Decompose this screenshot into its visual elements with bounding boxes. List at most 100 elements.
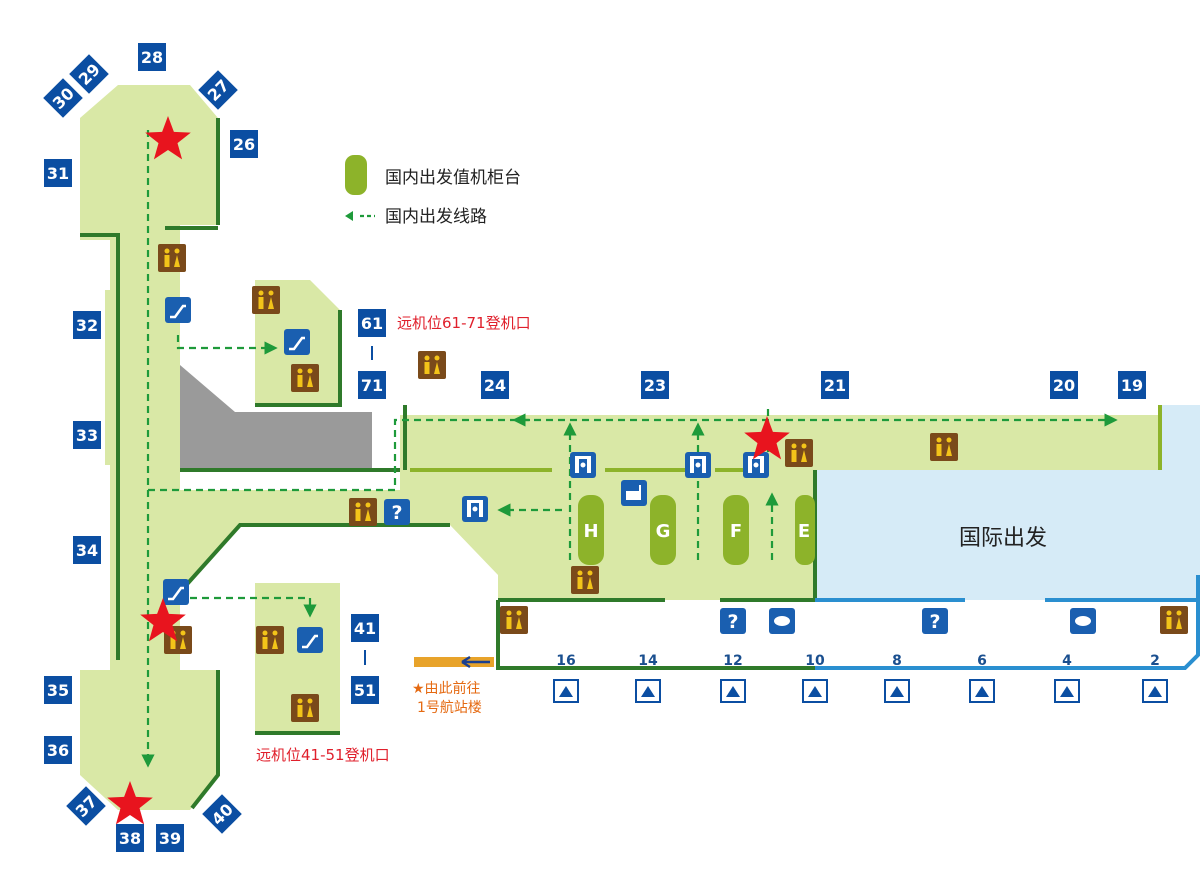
walkway-arrow-icon [461,655,490,669]
bridge-16: 16 [553,653,579,703]
restroom-icon [158,244,186,272]
international-departure-area [815,405,1200,600]
pier-south-area [80,670,218,810]
restroom-icon [418,351,446,379]
svg-text:14: 14 [638,653,658,669]
restroom-icon [785,439,813,467]
terminal-borders [80,118,817,810]
escalator-icon [165,297,191,323]
svg-text:?: ? [391,502,402,524]
legend: 国内出发值机柜台 国内出发线路 [345,155,521,227]
svg-text:?: ? [727,611,738,633]
svg-text:35: 35 [47,681,69,700]
gate-20: 20 [1050,371,1078,399]
security-icon [743,452,769,478]
svg-text:12: 12 [723,653,742,669]
security-icon [685,452,711,478]
svg-text:39: 39 [159,829,181,848]
info-icon: ? [922,608,948,634]
svg-text:26: 26 [233,135,255,154]
checkin-counters: H G F E [578,495,815,565]
baggage-icon [621,480,647,506]
svg-text:19: 19 [1121,376,1143,395]
svg-text:H: H [583,521,598,542]
svg-text:21: 21 [824,376,846,395]
svg-text:F: F [730,521,742,542]
svg-text:?: ? [929,611,940,633]
gate-35: 35 [44,676,72,704]
svg-text:4: 4 [1062,653,1072,669]
bridge-8: 8 [884,653,910,703]
gate-33: 33 [73,421,101,449]
svg-text:28: 28 [141,48,163,67]
restroom-icon [349,498,377,526]
location-star-icon [744,416,790,460]
gate-19: 19 [1118,371,1146,399]
svg-text:34: 34 [76,541,98,560]
svg-text:36: 36 [47,741,69,760]
security-icon [570,452,596,478]
legend-route-label: 国内出发线路 [385,207,487,227]
location-star-icon [107,781,153,825]
restricted-area [180,365,372,470]
svg-text:10: 10 [805,653,825,669]
bridge-6: 6 [969,653,995,703]
location-star-icon [145,116,191,160]
bridge-2: 2 [1142,653,1168,703]
svg-text:51: 51 [354,681,376,700]
svg-text:20: 20 [1053,376,1075,395]
exchange-icon [1070,608,1096,634]
svg-text:2: 2 [1150,653,1160,669]
restroom-icon [571,566,599,594]
counter-f [723,495,749,565]
svg-text:G: G [656,521,671,542]
security-icon [462,496,488,522]
legend-checkin-swatch [345,155,367,195]
intl-borders [815,575,1200,670]
svg-text:41: 41 [354,619,376,638]
gate-39: 39 [156,824,184,852]
gate-31: 31 [44,159,72,187]
restroom-icon [256,626,284,654]
gate-23: 23 [641,371,669,399]
gate-41: 41 [351,614,379,642]
info-icon: ? [384,499,410,525]
gate-28: 28 [138,43,166,71]
legend-checkin-label: 国内出发值机柜台 [385,168,521,188]
exchange-icon [769,608,795,634]
gate-38: 38 [116,824,144,852]
gate-40: 40 [202,794,242,834]
svg-text:16: 16 [556,653,575,669]
pier-north-area [80,85,218,240]
bridge-14: 14 [635,653,661,703]
gate-61: 61 [358,309,386,337]
counter-h [578,495,604,565]
gate-34: 34 [73,536,101,564]
info-icon: ? [720,608,746,634]
international-departure-label: 国际出发 [959,526,1047,551]
to-terminal-1-label: ★由此前往 [412,680,481,697]
gate-30: 30 [43,78,83,118]
gate-51: 51 [351,676,379,704]
svg-text:6: 6 [977,653,987,669]
svg-text:23: 23 [644,376,666,395]
restroom-icon [1160,606,1188,634]
escalator-icon [297,627,323,653]
to-terminal-1-label-2: 1号航站楼 [417,700,482,716]
restroom-icon [252,286,280,314]
restroom-icon [291,364,319,392]
arrival-strip [498,600,815,668]
svg-text:24: 24 [484,376,506,395]
departure-route [141,130,1118,768]
escalator-icon [284,329,310,355]
gate-26: 26 [230,130,258,158]
svg-text:33: 33 [76,426,98,445]
counter-g [650,495,676,565]
gate-24: 24 [481,371,509,399]
bridge-12: 12 [720,653,746,703]
counter-e [795,495,815,565]
remote-61-71-label: 远机位61-71登机口 [397,314,531,332]
remote-41-51-label: 远机位41-51登机口 [256,746,390,764]
svg-text:32: 32 [76,316,98,335]
svg-text:31: 31 [47,164,69,183]
